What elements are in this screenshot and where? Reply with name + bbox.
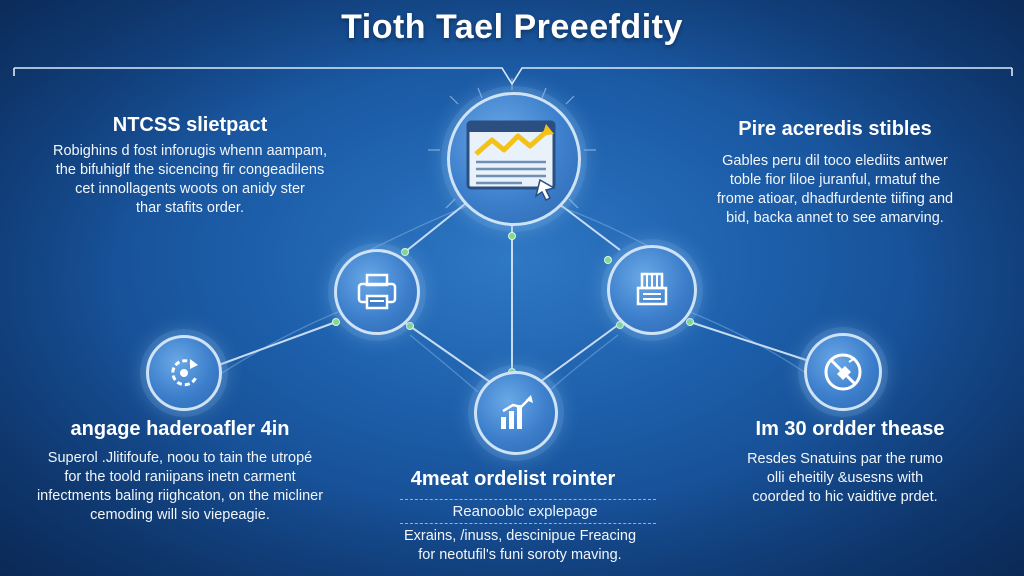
bar-chart-icon bbox=[501, 395, 533, 429]
chart-monitor-icon bbox=[466, 120, 556, 202]
left-mid-node bbox=[334, 249, 420, 335]
far-right-node bbox=[804, 333, 882, 411]
top-left-description: Robighins d fost inforugis whenn aampam,… bbox=[52, 143, 328, 216]
center-node-rays bbox=[428, 78, 596, 209]
document-icon bbox=[636, 272, 668, 306]
far-left-node bbox=[146, 335, 222, 411]
bottom-center-heading: 4meat ordelist rointer bbox=[410, 468, 616, 490]
bottom-left-heading: angage haderoafler 4in bbox=[70, 418, 290, 440]
bottom-center-description: Exrains, /inuss, descinipue Freacing for… bbox=[403, 528, 637, 563]
refresh-icon bbox=[171, 359, 198, 387]
bottom-left-description: Superol .Jlitifoufe, noou to tain the ut… bbox=[36, 450, 324, 523]
right-mid-node bbox=[607, 245, 697, 335]
printer-icon bbox=[357, 273, 397, 310]
top-right-description: Gables peru dil toco elediits antwer tob… bbox=[716, 153, 954, 226]
bottom-center-node bbox=[474, 371, 558, 455]
bottom-center-subheading: Reanooblc explepage bbox=[452, 503, 598, 520]
no-entry-icon bbox=[824, 353, 862, 391]
center-top-node bbox=[447, 92, 581, 226]
page-title: Tioth Tael Preeefdity bbox=[341, 8, 683, 46]
top-right-heading: Pire aceredis stibles bbox=[738, 118, 932, 140]
bottom-right-heading: Im 30 ordder thease bbox=[755, 418, 945, 440]
header-rule bbox=[13, 67, 1013, 86]
bottom-center-divider bbox=[400, 499, 656, 500]
bottom-right-description: Resdes Snatuins par the rumo olli eheiti… bbox=[747, 451, 943, 505]
bottom-center-divider-lower bbox=[400, 523, 656, 524]
top-left-heading: NTCSS slietpact bbox=[112, 114, 268, 136]
network-links bbox=[215, 199, 807, 383]
